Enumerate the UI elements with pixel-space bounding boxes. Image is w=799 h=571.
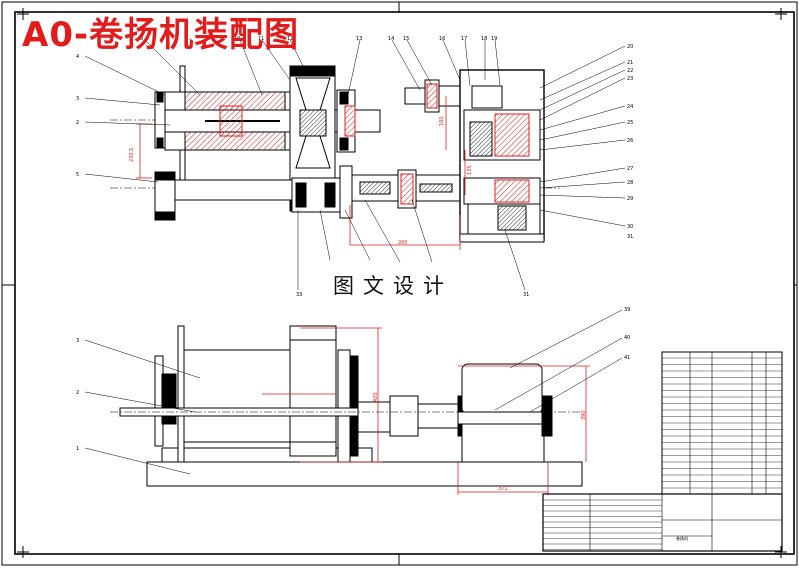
part-no: 2 bbox=[76, 390, 79, 396]
part-no: 22 bbox=[627, 68, 633, 74]
part-no: 29 bbox=[627, 196, 633, 202]
top-view-leaders bbox=[84, 39, 626, 291]
part-no: 16 bbox=[439, 36, 445, 42]
part-no: 12 bbox=[287, 36, 293, 42]
top-view bbox=[110, 65, 560, 250]
part-no: 10 bbox=[234, 36, 240, 42]
drawing-title: A0-卷扬机装配图 bbox=[22, 15, 300, 55]
part-no: 24 bbox=[627, 104, 633, 110]
dim-371: 371 bbox=[498, 486, 508, 492]
part-no: 31 bbox=[523, 292, 529, 298]
front-view-dimension-texts: 420 390 371 bbox=[373, 392, 587, 492]
top-view-part-numbers: 4 3 2 5 8 10 11 12 13 14 15 16 17 18 19 … bbox=[76, 36, 633, 298]
part-no: 31 bbox=[627, 234, 633, 240]
part-no: 14 bbox=[388, 36, 394, 42]
part-no: 1 bbox=[76, 446, 79, 452]
part-no: 4 bbox=[76, 54, 79, 60]
part-no: 21 bbox=[627, 60, 633, 66]
dim-135: 135 bbox=[467, 165, 473, 175]
part-no: 26 bbox=[627, 138, 633, 144]
corner-markers bbox=[17, 8, 787, 558]
dim-230-5: 230.5 bbox=[129, 148, 135, 162]
dim-390: 390 bbox=[581, 410, 587, 420]
dim-420: 420 bbox=[373, 392, 379, 402]
front-view-part-numbers: 3 2 1 39 40 41 bbox=[76, 307, 630, 452]
part-no: 40 bbox=[624, 335, 630, 341]
part-no: 13 bbox=[356, 36, 362, 42]
part-no: 41 bbox=[624, 355, 630, 361]
title-block bbox=[542, 493, 783, 552]
part-no: 28 bbox=[627, 180, 633, 186]
part-no: 5 bbox=[76, 172, 79, 178]
part-no: 3 bbox=[76, 96, 79, 102]
front-view bbox=[110, 325, 590, 495]
part-no: 15 bbox=[403, 36, 409, 42]
part-no: 25 bbox=[627, 120, 633, 126]
top-view-dimension-texts: 230.5 100 200 135 bbox=[129, 116, 473, 246]
part-no: 17 bbox=[461, 36, 467, 42]
front-view-dimensions bbox=[262, 327, 590, 495]
part-no: 3 bbox=[76, 338, 79, 344]
watermark-text: 图文设计 bbox=[333, 274, 453, 298]
part-no: 11 bbox=[258, 36, 264, 42]
front-view-leaders bbox=[84, 309, 623, 475]
part-no: 33 bbox=[296, 292, 302, 298]
title-block-rows bbox=[543, 499, 662, 550]
part-no: 27 bbox=[627, 166, 633, 172]
title-block-name: 卷扬机 bbox=[676, 535, 688, 541]
part-no: 20 bbox=[627, 44, 633, 50]
part-no: 2 bbox=[76, 120, 79, 126]
top-view-dimensions bbox=[136, 96, 466, 250]
part-no: 39 bbox=[624, 307, 630, 313]
part-no: 30 bbox=[627, 224, 633, 230]
dim-100: 100 bbox=[439, 116, 445, 126]
part-no: 19 bbox=[491, 36, 497, 42]
part-no: 18 bbox=[481, 36, 487, 42]
dim-200: 200 bbox=[398, 240, 408, 246]
part-no: 23 bbox=[627, 76, 633, 82]
parts-list-rows bbox=[662, 357, 782, 489]
part-no: 8 bbox=[140, 36, 143, 42]
